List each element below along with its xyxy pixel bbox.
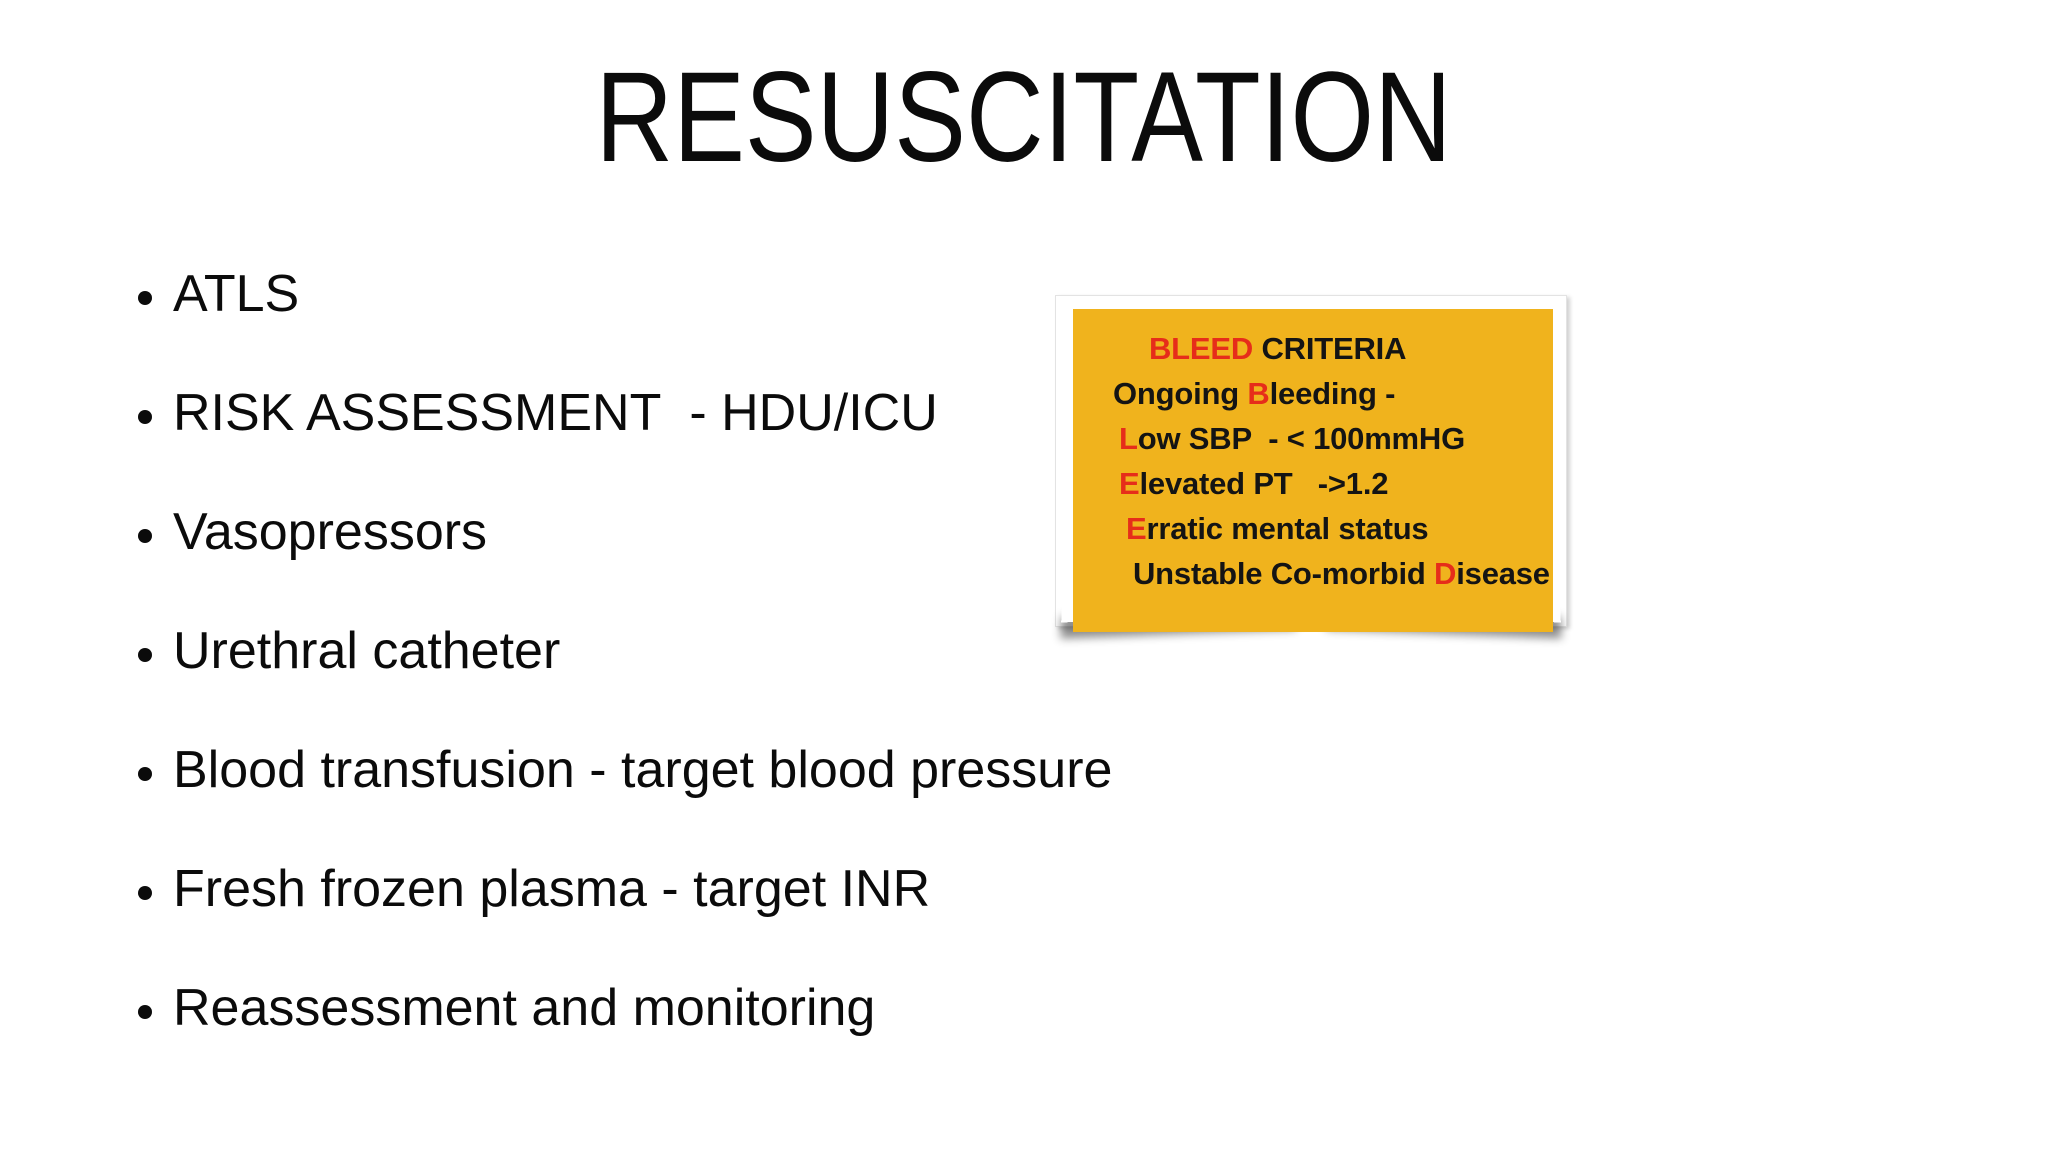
bullet-item: ATLS bbox=[138, 268, 1112, 320]
page-title: RESUSCITATION bbox=[0, 54, 2048, 182]
text-segment: CRITERIA bbox=[1253, 331, 1407, 366]
bleed-criteria-title: BLEED CRITERIA bbox=[1073, 326, 1553, 371]
bullet-dot-icon bbox=[138, 291, 152, 305]
bullet-text: Reassessment and monitoring bbox=[173, 979, 876, 1037]
accent-letter: BLEED bbox=[1149, 331, 1254, 366]
bullet-list: ATLS RISK ASSESSMENT - HDU/ICU Vasopress… bbox=[138, 268, 1112, 1101]
accent-letter: E bbox=[1119, 466, 1140, 501]
bullet-dot-icon bbox=[138, 529, 152, 543]
bullet-text: RISK ASSESSMENT - HDU/ICU bbox=[173, 384, 938, 442]
text-segment: ow SBP - < 100mmHG bbox=[1137, 421, 1466, 456]
bleed-criteria-content: BLEED CRITERIA Ongoing Bleeding - Low SB… bbox=[1073, 309, 1553, 632]
bullet-dot-icon bbox=[138, 1005, 152, 1019]
text-segment: Ongoing bbox=[1113, 376, 1248, 411]
bullet-text: Blood transfusion - target blood pressur… bbox=[173, 741, 1113, 799]
bleed-criteria-line-elevated-pt: Elevated PT ->1.2 bbox=[1073, 461, 1553, 506]
bullet-text: Vasopressors bbox=[173, 503, 488, 561]
bleed-criteria-line-low-sbp: Low SBP - < 100mmHG bbox=[1073, 416, 1553, 461]
bullet-text: ATLS bbox=[173, 265, 300, 323]
text-segment: leeding - bbox=[1269, 376, 1396, 411]
text-segment: rratic mental status bbox=[1146, 511, 1429, 546]
bullet-item: RISK ASSESSMENT - HDU/ICU bbox=[138, 387, 1112, 439]
bullet-dot-icon bbox=[138, 886, 152, 900]
accent-letter: B bbox=[1247, 376, 1270, 411]
bullet-item: Vasopressors bbox=[138, 506, 1112, 558]
bleed-criteria-line-ongoing-bleeding: Ongoing Bleeding - bbox=[1073, 371, 1553, 416]
bullet-item: Reassessment and monitoring bbox=[138, 982, 1112, 1034]
bullet-dot-icon bbox=[138, 767, 152, 781]
bleed-criteria-line-erratic-mental-status: Erratic mental status bbox=[1073, 506, 1553, 551]
bullet-text: Fresh frozen plasma - target INR bbox=[173, 860, 931, 918]
bullet-item: Urethral catheter bbox=[138, 625, 1112, 677]
bullet-item: Blood transfusion - target blood pressur… bbox=[138, 744, 1112, 796]
bullet-dot-icon bbox=[138, 410, 152, 424]
bullet-text: Urethral catheter bbox=[173, 622, 561, 680]
page-title-text: RESUSCITATION bbox=[595, 46, 1453, 189]
text-segment: levated PT ->1.2 bbox=[1139, 466, 1389, 501]
bullet-item: Fresh frozen plasma - target INR bbox=[138, 863, 1112, 915]
text-segment: isease bbox=[1456, 556, 1550, 591]
accent-letter: E bbox=[1126, 511, 1147, 546]
bleed-criteria-card: BLEED CRITERIA Ongoing Bleeding - Low SB… bbox=[1055, 295, 1567, 632]
bullet-dot-icon bbox=[138, 648, 152, 662]
accent-letter: D bbox=[1434, 556, 1457, 591]
accent-letter: L bbox=[1119, 421, 1138, 456]
bleed-criteria-line-unstable-comorbid-disease: Unstable Co-morbid Disease bbox=[1073, 551, 1553, 596]
text-segment: Unstable Co-morbid bbox=[1133, 556, 1435, 591]
